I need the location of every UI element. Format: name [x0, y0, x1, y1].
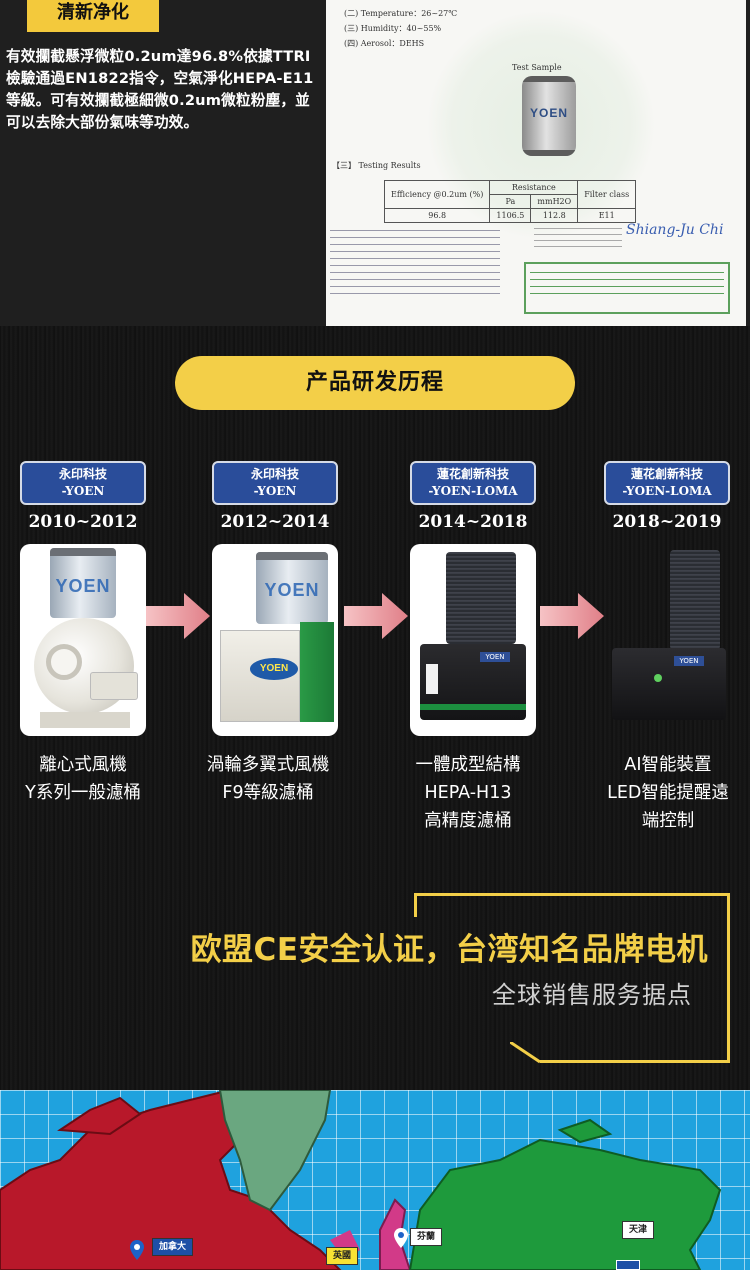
ce-subtitle: 全球销售服务据点: [492, 981, 692, 1009]
report-results-title: 【三】 Testing Results: [332, 161, 421, 170]
stage-3-hepa-filter: [446, 552, 516, 644]
report-results-table: Efficiency @0.2um (%) Resistance Filter …: [383, 180, 637, 223]
report-aerosol: (四) Aerosol：DEHS: [344, 39, 425, 48]
history-section-title: 产品研发历程: [175, 356, 575, 410]
stage-3-brand-badge: 蓮花創新科技 -YOEN-LOMA: [410, 461, 536, 505]
report-official-stamp: [524, 262, 730, 314]
stage-2-product-image: YOEN YOEN: [212, 544, 338, 736]
table-header-class: Filter class: [577, 180, 637, 209]
map-marker-box: [616, 1260, 640, 1270]
stage-4-caption: AI智能裝置 LED智能提醒遠 端控制: [607, 755, 729, 831]
purification-description: 有效攔截懸浮微粒0.2um達96.8%依據TTRI檢驗通過EN1822指令，空氣…: [6, 48, 314, 131]
test-report-image: ———————————————— (二) Temperature：26~27℃ …: [326, 0, 746, 326]
purification-tag: 清新净化: [27, 0, 159, 32]
arrow-right-icon: [344, 593, 408, 639]
stage-2-years: 2012~2014: [220, 512, 330, 532]
report-sample-label: Test Sample: [512, 63, 562, 72]
stage-1-brand-badge: 永印科技 -YOEN: [20, 461, 146, 505]
stage-1-filter: YOEN: [50, 548, 116, 618]
map-label-canada: 加拿大: [152, 1238, 194, 1256]
world-map: 加拿大 英國 芬蘭 天津: [0, 1090, 750, 1270]
table-sub-pa: Pa: [489, 194, 532, 209]
stage-4-years: 2018~2019: [612, 512, 722, 532]
stage-2-brand-badge: 永印科技 -YOEN: [212, 461, 338, 505]
ce-frame-border: [727, 893, 730, 1063]
map-label-tianjin: 天津: [622, 1221, 655, 1239]
arrow-right-icon: [146, 593, 210, 639]
led-indicator-icon: [654, 674, 662, 682]
world-map-land: [0, 1090, 722, 1270]
stage-3-years: 2014~2018: [418, 512, 528, 532]
ce-frame-corner: [510, 1042, 541, 1064]
table-row: 96.8 1106.5 112.8 E11: [383, 208, 637, 223]
map-label-uk: 英國: [326, 1247, 359, 1265]
stage-3-caption: 一體成型結構 HEPA-H13 高精度濾桶: [415, 755, 521, 831]
stage-2-caption: 渦輪多翼式風機 F9等級濾桶: [206, 755, 330, 803]
purification-section: 清新净化 有效攔截懸浮微粒0.2um達96.8%依據TTRI檢驗通過EN1822…: [0, 0, 750, 326]
ce-frame-border: [540, 1060, 730, 1063]
report-sample-photo: YOEN: [522, 76, 576, 156]
ce-frame-border: [414, 893, 730, 896]
location-pin-icon: [130, 1240, 144, 1260]
ce-frame-border: [414, 893, 417, 917]
stage-1-caption: 離心式風機 Y系列一般濾桶: [25, 755, 141, 803]
ce-certification-title: 欧盟CE安全认证，台湾知名品牌电机: [190, 932, 708, 968]
map-label-finland: 芬蘭: [410, 1228, 443, 1246]
stage-3-product-image: YOEN: [410, 544, 536, 736]
report-signature: Shiang-Ju Chi: [626, 222, 724, 238]
stage-4-hepa-filter: [670, 550, 720, 650]
report-notes-block: [330, 228, 500, 294]
report-temperature: (二) Temperature：26~27℃: [344, 9, 458, 18]
stage-2-filter: YOEN: [256, 552, 328, 624]
report-authorization-block: [534, 226, 622, 252]
arrow-right-icon: [540, 593, 604, 639]
report-humidity: (三) Humidity：40~55%: [344, 24, 442, 33]
stage-1-product-image: YOEN: [20, 544, 146, 736]
report-sample-brand: YOEN: [529, 106, 568, 120]
stage-4-housing: [612, 648, 726, 720]
table-header-resistance: Resistance: [489, 180, 579, 195]
stage-4-product-image: YOEN: [604, 544, 730, 736]
table-sub-mmh2o: mmH2O: [530, 194, 579, 209]
history-section: 产品研发历程 永印科技 -YOEN 2010~2012 YOEN 永印科技 -Y…: [0, 326, 750, 1090]
report-test-conditions: ———————————————— (二) Temperature：26~27℃ …: [344, 0, 472, 51]
stage-1-years: 2010~2012: [28, 512, 138, 532]
stage-4-brand-badge: 蓮花創新科技 -YOEN-LOMA: [604, 461, 730, 505]
location-pin-icon: [394, 1228, 408, 1248]
table-header-efficiency: Efficiency @0.2um (%): [383, 180, 491, 209]
